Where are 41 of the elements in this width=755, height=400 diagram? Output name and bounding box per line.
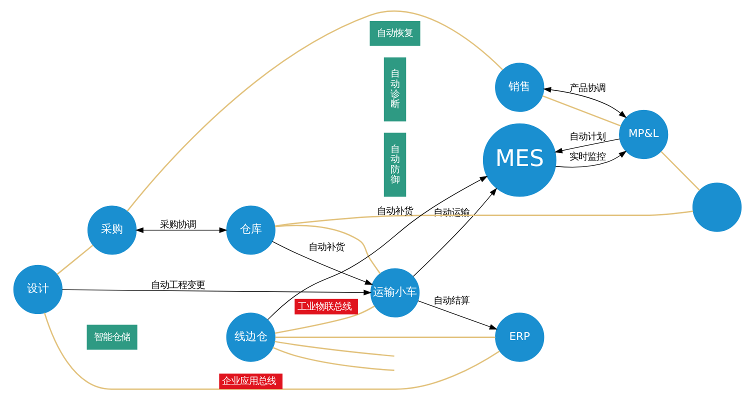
- connector: [274, 224, 381, 274]
- edge-label: 实时监控: [570, 152, 606, 163]
- arrow: [267, 176, 488, 320]
- connector: [272, 346, 394, 371]
- edge-label: 产品协调: [570, 82, 606, 94]
- arrow: [418, 300, 498, 330]
- node-circle: 采购: [87, 206, 137, 255]
- connector: [126, 10, 504, 212]
- node-circle: [692, 182, 742, 232]
- edge-label: 采购协调: [160, 220, 196, 231]
- connector: [274, 306, 375, 334]
- connector: [542, 95, 621, 127]
- edge-label: 自动计划: [570, 131, 606, 142]
- node-box: 自动诊断: [384, 57, 406, 122]
- node-circle: 设计: [13, 264, 63, 314]
- arrow: [135, 227, 228, 233]
- arrow: [62, 289, 372, 296]
- arrow: [554, 138, 620, 154]
- arrow: [412, 188, 498, 277]
- connector: [274, 210, 694, 227]
- connector: [274, 340, 394, 357]
- arrow: [555, 150, 627, 168]
- connector: [275, 336, 496, 338]
- node-circle: 运输小车: [370, 268, 420, 318]
- node-circle: 仓库: [226, 206, 276, 255]
- node-box: 智能仓储: [86, 324, 138, 350]
- edge-label: 自动工程变更: [151, 280, 206, 292]
- node-circle: 销售: [495, 62, 544, 112]
- edge-label: 工业物联总线: [297, 301, 352, 312]
- arrow: [272, 241, 374, 285]
- edge-label: 自动补货: [308, 242, 344, 253]
- edge-label: 企业应用总线: [222, 376, 276, 388]
- connector: [660, 151, 700, 191]
- node-box: 自动恢复: [370, 20, 420, 46]
- node-box: 自动防御: [384, 132, 406, 197]
- node-circle: ERP: [495, 312, 544, 362]
- arrow: [543, 86, 627, 118]
- edge-label: 自动补货: [377, 206, 414, 218]
- node-circle: 线边仓: [226, 312, 276, 362]
- connector: [56, 244, 94, 275]
- edge-label: 自动结算: [434, 296, 470, 307]
